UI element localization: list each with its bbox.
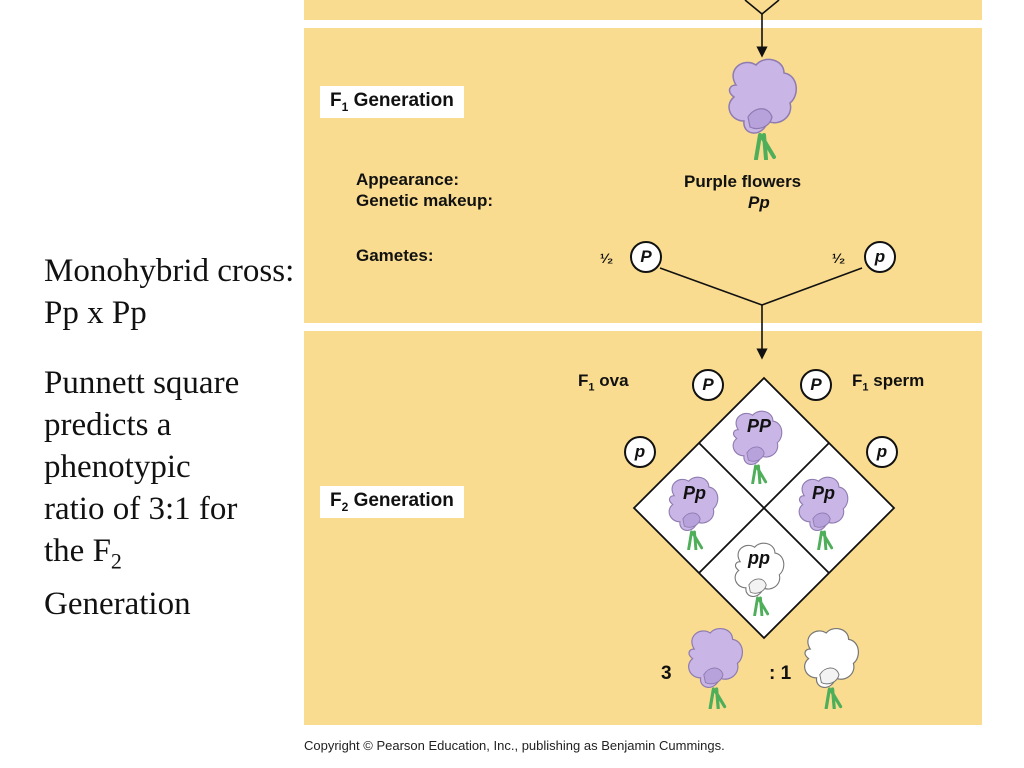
explanation-line-2: predicts a	[44, 407, 172, 443]
explanation-line-4: ratio of 3:1 for	[44, 491, 238, 527]
explanation-line-5: the F2	[44, 530, 294, 583]
f2-label-prefix: F	[330, 490, 342, 511]
explanation-line-6: Generation	[44, 585, 191, 622]
ova-allele-P: P	[692, 369, 724, 401]
sperm-allele-P: P	[800, 369, 832, 401]
f1-label-sub: 1	[341, 99, 349, 114]
f2-label-suffix: Generation	[348, 490, 454, 511]
f1-sperm-prefix: F	[852, 371, 863, 390]
parental-panel-edge	[304, 0, 982, 20]
f1-ova-suffix: ova	[594, 371, 629, 390]
ratio-purple-flower-icon	[688, 627, 743, 709]
sperm-allele-p: p	[866, 436, 898, 468]
ova-allele-p: p	[624, 436, 656, 468]
f1-generation-label: F1 Generation	[320, 86, 464, 118]
punnett-cell-left: Pp	[683, 483, 707, 503]
gamete-fraction-right: ¹⁄₂	[832, 250, 846, 266]
genetic-makeup-value: Pp	[748, 193, 770, 212]
f1-label-suffix: Generation	[348, 90, 454, 111]
appearance-value: Purple flowers	[684, 172, 802, 191]
explanation-line-3: phenotypic	[44, 449, 191, 485]
lead-text: Monohybrid cross: Pp x Pp	[44, 250, 364, 334]
punnett-cell-top: PP	[747, 416, 772, 436]
copyright-notice: Copyright © Pearson Education, Inc., pub…	[304, 738, 725, 753]
explanation-text: Punnett square predicts a phenotypic rat…	[44, 362, 294, 625]
ratio-white-flower-icon	[804, 627, 859, 709]
f1-sperm-suffix: sperm	[868, 371, 925, 390]
f1-ova-prefix: F	[578, 371, 589, 390]
gametes-label: Gametes:	[356, 246, 434, 265]
purple-flower-icon	[728, 58, 797, 160]
gamete-recessive-allele: p	[864, 241, 896, 273]
genetic-makeup-label: Genetic makeup:	[356, 191, 493, 210]
explanation-line-5-sub: 2	[110, 548, 122, 574]
lead-line-1: Monohybrid cross:	[44, 253, 295, 289]
f1-sperm-label: F1 sperm	[852, 371, 924, 397]
lead-line-2: Pp x Pp	[44, 295, 147, 331]
f1-ova-label: F1 ova	[578, 371, 629, 397]
f1-ova-sub: 1	[588, 381, 595, 394]
punnett-cell-bottom: pp	[748, 548, 770, 568]
f1-label-prefix: F	[330, 90, 342, 111]
explanation-line-1: Punnett square	[44, 365, 240, 401]
gamete-fraction-left: ¹⁄₂	[600, 250, 614, 266]
f2-label-sub: 2	[341, 499, 349, 514]
gamete-dominant-allele: P	[630, 241, 662, 273]
punnett-cell-right: Pp	[812, 483, 836, 503]
f2-generation-label: F2 Generation	[320, 486, 464, 518]
f1-panel	[304, 28, 982, 323]
ratio-purple-count: 3	[661, 663, 672, 684]
explanation-line-5-text: the F	[44, 533, 111, 569]
ratio-white-count: : 1	[769, 663, 792, 684]
appearance-label: Appearance:	[356, 170, 459, 189]
